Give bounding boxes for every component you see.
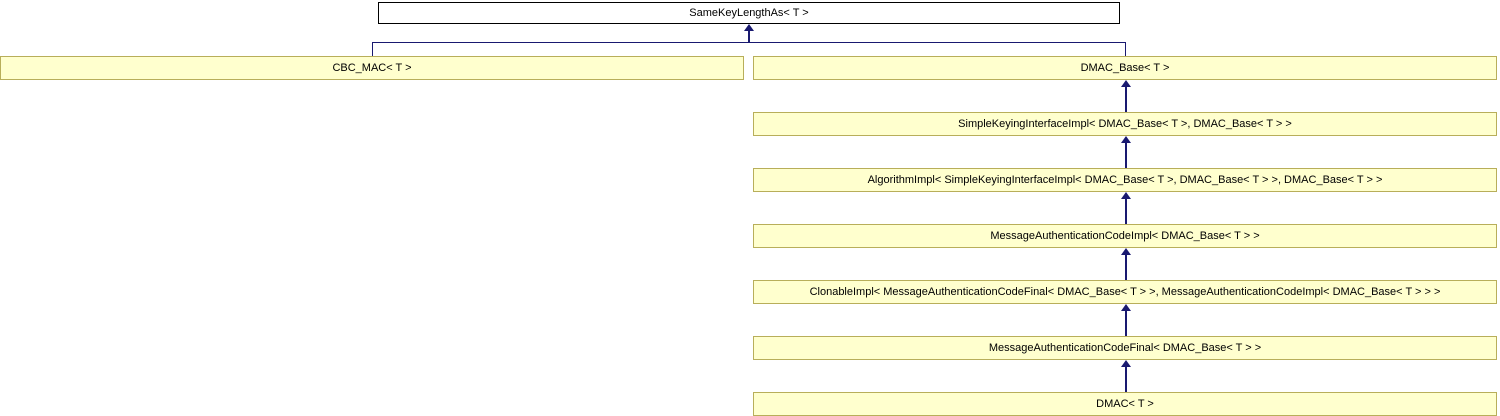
inheritance-edge-line (372, 42, 373, 56)
class-node-messageauthenticationcodeimpl[interactable]: MessageAuthenticationCodeImpl< DMAC_Base… (753, 224, 1497, 248)
inheritance-edge-line (748, 31, 750, 42)
inheritance-edge-line (1125, 311, 1127, 336)
inheritance-arrowhead-icon (1121, 192, 1131, 199)
inheritance-edge-line (1125, 143, 1127, 168)
class-node-simplekeyinginterfaceimpl[interactable]: SimpleKeyingInterfaceImpl< DMAC_Base< T … (753, 112, 1497, 136)
inheritance-edge-line (1125, 367, 1127, 392)
class-node-samekeylengthas[interactable]: SameKeyLengthAs< T > (378, 2, 1120, 24)
inheritance-arrowhead-icon (744, 24, 754, 31)
class-node-dmac-base[interactable]: DMAC_Base< T > (753, 56, 1497, 80)
inheritance-arrowhead-icon (1121, 304, 1131, 311)
class-node-cbc-mac[interactable]: CBC_MAC< T > (0, 56, 744, 80)
inheritance-arrowhead-icon (1121, 136, 1131, 143)
inheritance-edge-line (1125, 87, 1127, 112)
inheritance-arrowhead-icon (1121, 80, 1131, 87)
inheritance-edge-line (1125, 199, 1127, 224)
inheritance-edge-line (372, 42, 1126, 43)
class-node-messageauthenticationcodefinal[interactable]: MessageAuthenticationCodeFinal< DMAC_Bas… (753, 336, 1497, 360)
inheritance-edge-line (1125, 42, 1126, 56)
class-node-clonableimpl[interactable]: ClonableImpl< MessageAuthenticationCodeF… (753, 280, 1497, 304)
inheritance-edge-line (1125, 255, 1127, 280)
class-node-algorithmimpl[interactable]: AlgorithmImpl< SimpleKeyingInterfaceImpl… (753, 168, 1497, 192)
inheritance-arrowhead-icon (1121, 360, 1131, 367)
inheritance-arrowhead-icon (1121, 248, 1131, 255)
class-node-dmac[interactable]: DMAC< T > (753, 392, 1497, 416)
